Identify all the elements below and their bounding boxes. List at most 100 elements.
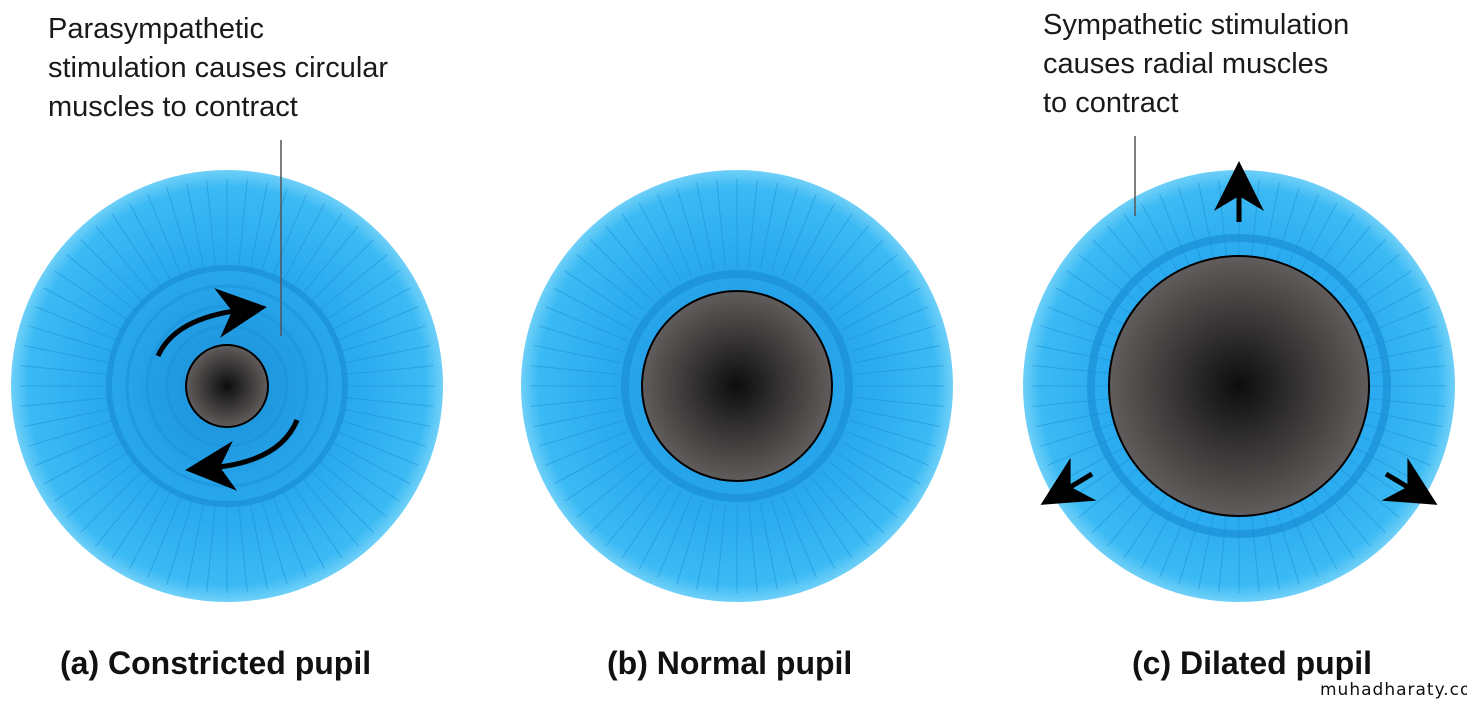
muscle-ray xyxy=(1261,502,1280,590)
muscle-ray xyxy=(802,484,853,559)
muscle-ray xyxy=(530,397,619,407)
muscle-ray xyxy=(23,345,111,364)
muscle-ray xyxy=(1273,187,1300,273)
muscle-ray xyxy=(80,239,144,303)
caption-dilated-pupil: (c) Dilated pupil xyxy=(1132,645,1372,681)
muscle-ray xyxy=(206,179,216,268)
muscle-ray xyxy=(1040,420,1126,447)
muscle-ray xyxy=(1284,495,1319,578)
muscle-ray xyxy=(325,270,400,321)
muscle-ray xyxy=(1352,325,1438,352)
muscle-ray xyxy=(820,239,884,303)
muscle-ray xyxy=(771,187,798,273)
muscle-ray xyxy=(1035,345,1123,364)
muscle-ray xyxy=(792,202,836,282)
radial-arrow-icon xyxy=(1381,457,1438,505)
muscle-ray xyxy=(748,179,758,268)
muscle-ray xyxy=(272,194,307,277)
muscle-ray xyxy=(1304,484,1355,559)
muscle-ray xyxy=(1140,490,1184,570)
muscle-ray xyxy=(533,408,621,427)
muscle-ray xyxy=(696,182,715,270)
muscle-ray xyxy=(828,254,898,312)
muscle-ray xyxy=(331,441,411,485)
panel-constricted xyxy=(11,140,443,602)
muscle-ray xyxy=(1078,254,1148,312)
curved-arrow-icon xyxy=(155,288,267,358)
muscle-ray xyxy=(1107,225,1165,295)
muscle-ray xyxy=(54,270,129,321)
muscle-ray xyxy=(1123,484,1174,559)
muscle-ray xyxy=(553,441,633,485)
muscle-ray xyxy=(1352,420,1438,447)
muscle-ray xyxy=(1178,187,1205,273)
muscle-ray xyxy=(1092,469,1156,533)
muscle-ray xyxy=(1159,495,1194,578)
muscle-ray xyxy=(310,469,374,533)
muscle-ray xyxy=(1218,504,1228,593)
muscle-ray xyxy=(1304,213,1355,288)
muscle-ray xyxy=(1159,194,1194,277)
muscle-ray xyxy=(35,306,118,341)
muscle-ray xyxy=(605,477,663,547)
muscle-ray xyxy=(657,194,692,277)
muscle-ray xyxy=(1355,345,1443,364)
caption-constricted-pupil: (a) Constricted pupil xyxy=(60,645,372,681)
muscle-ray xyxy=(206,504,216,593)
muscle-ray xyxy=(1348,306,1431,341)
muscle-ray xyxy=(638,202,682,282)
muscle-ray xyxy=(533,345,621,364)
muscle-ray xyxy=(1032,365,1121,375)
muscle-ray xyxy=(238,504,248,593)
muscle-ray xyxy=(1250,504,1260,593)
muscle-ray xyxy=(111,484,162,559)
muscle-ray xyxy=(828,460,898,518)
muscle-ray xyxy=(28,325,114,352)
muscle-ray xyxy=(1123,213,1174,288)
muscle-ray xyxy=(80,469,144,533)
muscle-ray xyxy=(1140,202,1184,282)
muscle-ray xyxy=(576,460,646,518)
muscle-ray xyxy=(95,225,153,295)
muscle-ray xyxy=(66,460,136,518)
caption-normal-pupil: (b) Normal pupil xyxy=(607,645,853,681)
muscle-ray xyxy=(1066,270,1141,321)
muscle-ray xyxy=(186,182,205,270)
muscle-ray xyxy=(43,287,123,331)
muscle-ray xyxy=(716,504,726,593)
muscle-ray xyxy=(1330,254,1400,312)
muscle-ray xyxy=(340,325,426,352)
muscle-ray xyxy=(23,408,111,427)
muscle-ray xyxy=(1178,499,1205,585)
muscle-ray xyxy=(261,187,288,273)
muscle-ray xyxy=(66,254,136,312)
muscle-ray xyxy=(336,431,419,466)
muscle-ray xyxy=(1047,306,1130,341)
muscle-ray xyxy=(336,306,419,341)
muscle-ray xyxy=(855,365,944,375)
muscle-ray xyxy=(292,213,343,288)
muscle-ray xyxy=(1040,325,1126,352)
muscle-ray xyxy=(54,451,129,502)
muscle-ray xyxy=(1032,397,1121,407)
muscle-ray xyxy=(1273,499,1300,585)
muscle-ray xyxy=(538,325,624,352)
muscle-ray xyxy=(545,431,628,466)
muscle-ray xyxy=(43,441,123,485)
muscle-ray xyxy=(657,495,692,578)
muscle-ray xyxy=(802,213,853,288)
muscle-ray xyxy=(20,365,109,375)
muscle-ray xyxy=(261,499,288,585)
muscle-ray xyxy=(759,182,778,270)
muscle-ray xyxy=(759,502,778,590)
muscle-ray xyxy=(1357,397,1446,407)
muscle-ray xyxy=(792,490,836,570)
pupil xyxy=(1108,255,1370,517)
muscle-ray xyxy=(301,225,359,295)
muscle-ray xyxy=(841,287,921,331)
muscle-ray xyxy=(147,495,182,578)
muscle-ray xyxy=(545,306,628,341)
muscle-ray xyxy=(771,499,798,585)
muscle-ray xyxy=(325,451,400,502)
